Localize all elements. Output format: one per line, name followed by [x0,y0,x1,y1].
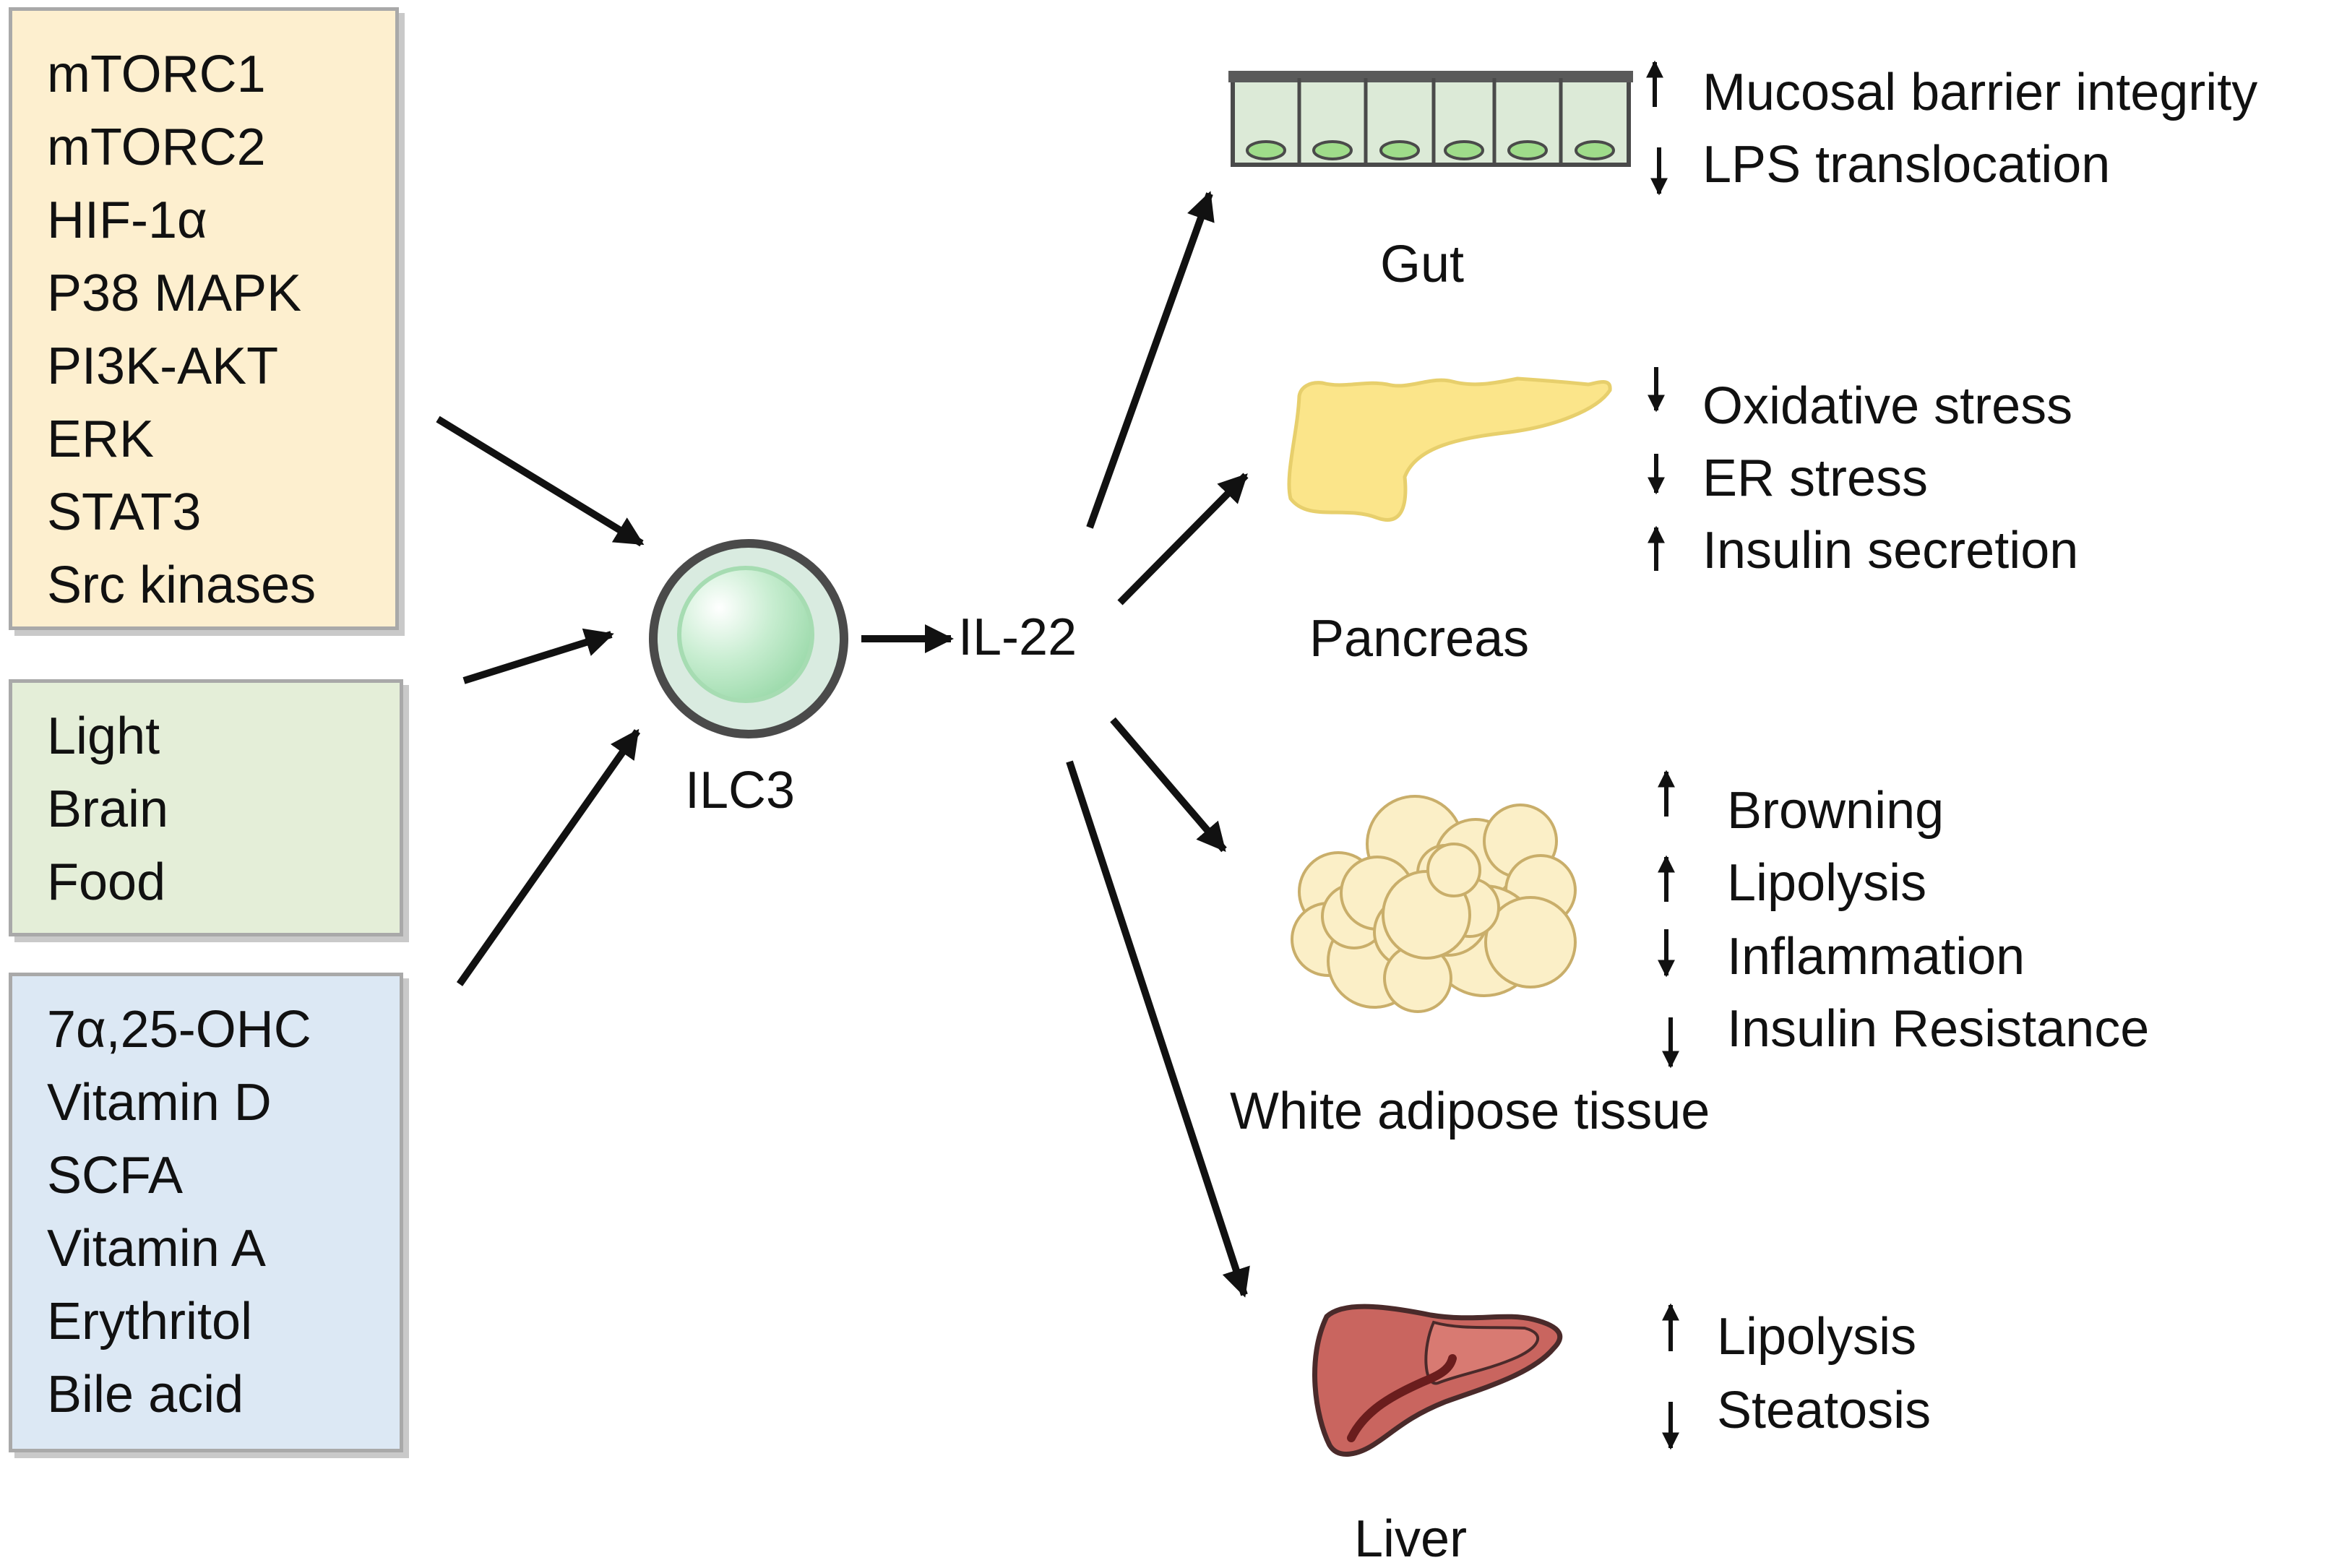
environmental-cues-box: Light Brain Food [9,679,403,936]
pancreas-effect-text: ER stress [1702,449,1929,507]
metabolites-box: 7α,25-OHC Vitamin D SCFA Vitamin A Eryth… [9,973,403,1452]
il22-to-liver-arrow [1066,760,1250,1298]
signaling-item: ERK [47,410,155,468]
adipose-effect-text: Lipolysis [1727,854,1927,912]
metabolites-to-ilc3-arrow [456,728,641,986]
il22-label: IL-22 [958,608,1077,666]
metabolite-item: Vitamin A [47,1220,266,1278]
signaling-to-ilc3-arrow [436,415,645,547]
adipose-effect-text: Insulin Resistance [1727,1000,2150,1058]
pancreas-icon [1287,376,1612,522]
metabolite-item: Erythritol [47,1293,253,1351]
metabolite-item: Vitamin D [47,1074,272,1132]
metabolite-item: SCFA [47,1147,184,1205]
signaling-item: mTORC1 [47,46,266,103]
gut-effect-text: Mucosal barrier integrity [1702,64,2258,121]
metabolite-item: Bile acid [47,1366,244,1423]
il22-to-gut-arrow [1086,191,1215,529]
pancreas-label: Pancreas [1309,610,1530,668]
adipose-effect-text: Browning [1727,782,1945,840]
gut-effect-arrows [1646,60,1668,196]
metabolite-item: 7α,25-OHC [47,1001,311,1059]
pancreas-effect-text: Oxidative stress [1702,377,2073,435]
signaling-item: Src kinases [47,556,316,614]
signaling-item: HIF-1α [47,191,207,249]
liver-icon [1312,1304,1563,1457]
environment-item: Food [47,853,166,911]
il22-to-adipose-arrow [1110,717,1227,853]
adipose-tissue-icon [1291,795,1577,1013]
adipose-effect-arrows [1658,770,1679,1069]
ilc3-cell-icon [649,539,848,738]
signaling-pathways-box: mTORC1 mTORC2 HIF-1α P38 MAPK PI3K-AKT E… [9,7,399,630]
environment-item: Brain [47,780,169,838]
environment-to-ilc3-arrow [462,628,614,684]
liver-effect-text: Steatosis [1717,1382,1932,1439]
signaling-item: mTORC2 [47,119,266,176]
signaling-item: P38 MAPK [47,264,302,322]
gut-effect-text: LPS translocation [1702,136,2111,194]
adipose-effect-text: Inflammation [1727,928,2025,986]
signaling-item: PI3K-AKT [47,337,279,395]
il22-to-pancreas-arrow [1117,473,1249,606]
liver-label: Liver [1354,1510,1468,1568]
signaling-item: STAT3 [47,483,202,541]
environment-item: Light [47,707,160,765]
pancreas-effect-text: Insulin secretion [1702,522,2079,580]
ilc3-label: ILC3 [685,762,796,819]
adipose-label: White adipose tissue [1230,1082,1710,1140]
gut-label: Gut [1380,236,1465,293]
liver-effect-text: Lipolysis [1717,1308,1917,1366]
gut-epithelium-icon [1228,71,1633,167]
